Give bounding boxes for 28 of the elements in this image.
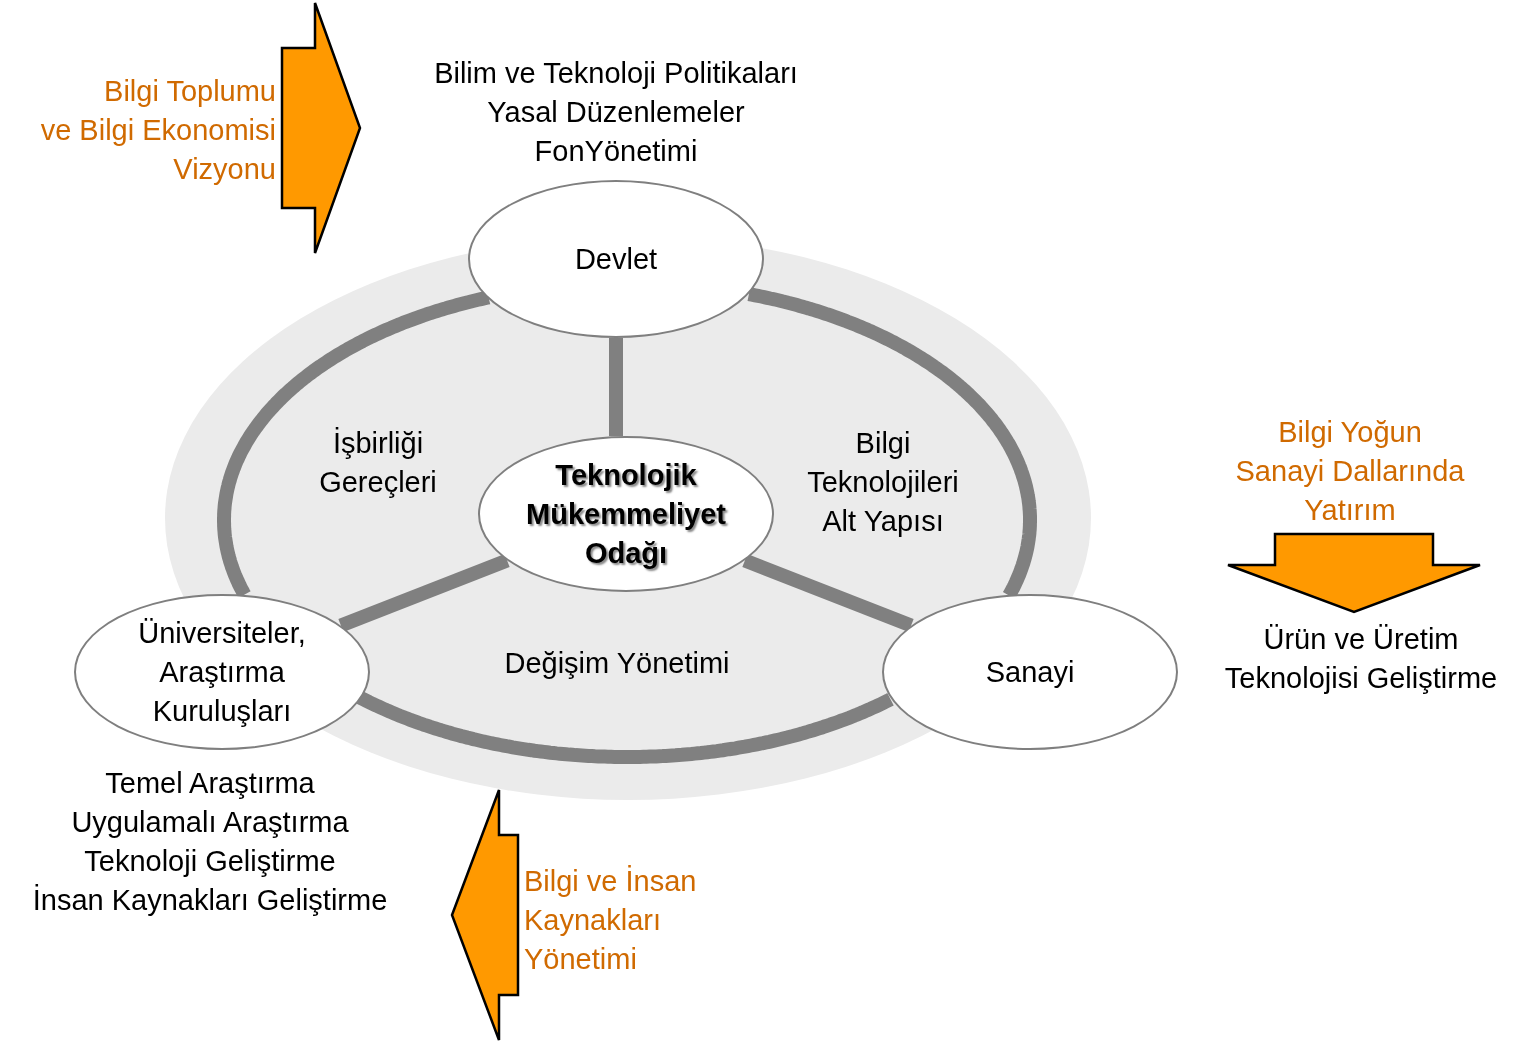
- relation-label: Değişim Yönetimi: [503, 646, 731, 681]
- activity-text: İnsan Kaynakları Geliştirme: [32, 883, 388, 918]
- relation-label: Bilgi Teknolojileri Alt Yapısı: [806, 426, 960, 539]
- vision-text: Bilgi Toplumu: [104, 73, 276, 109]
- block-arrow: [1226, 532, 1482, 614]
- vision-text: Sanayi Dallarında: [1235, 453, 1465, 489]
- connector-line: [742, 553, 914, 633]
- block-arrow: [280, 1, 362, 255]
- vision-text: Bilgi Yoğun: [1278, 414, 1422, 450]
- activity-text: Ürün ve Üretim Teknolojisi Geliştirme: [1223, 622, 1499, 696]
- node-label: Devlet: [573, 241, 659, 277]
- vision-text: Yatırım: [1304, 492, 1396, 528]
- connector-line: [338, 553, 510, 633]
- node-label: Üniversiteler, Araştırma Kuruluşları: [137, 615, 307, 729]
- relation-label: İşbirliği Gereçleri: [318, 426, 438, 500]
- vision-text: Bilgi ve İnsan Kaynakları Yönetimi: [524, 863, 698, 977]
- connector-line: [609, 338, 623, 436]
- block-arrow: [450, 788, 520, 1042]
- focus-title: Teknolojik Mükemmeliyet Odağı: [525, 457, 727, 571]
- activity-text: Uygulamalı Araştırma: [71, 805, 349, 840]
- node-label: Sanayi: [984, 654, 1076, 690]
- activity-text: Teknoloji Geliştirme: [84, 844, 336, 879]
- activity-text: Bilim ve Teknoloji Politikaları: [434, 55, 798, 91]
- activity-text: Yasal Düzenlemeler: [487, 94, 745, 130]
- activity-text: Temel Araştırma: [105, 766, 315, 801]
- vision-text: ve Bilgi Ekonomisi: [40, 112, 276, 148]
- vision-text: Vizyonu: [173, 151, 276, 187]
- activity-text: FonYönetimi: [534, 133, 698, 169]
